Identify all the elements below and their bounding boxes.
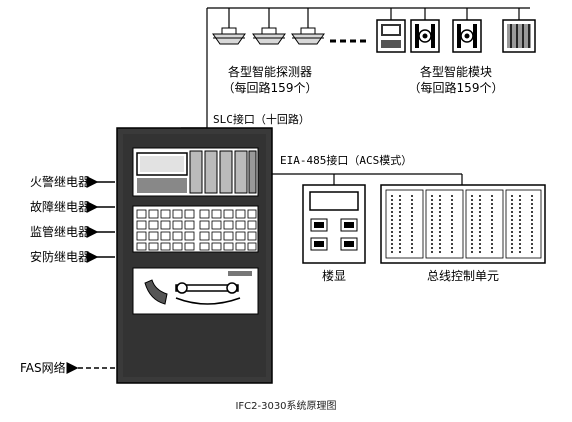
smart-detector-2 [252, 27, 286, 45]
panel-annunciator-grid [132, 205, 259, 253]
relay-supervisory-label: 监管继电器 [30, 224, 90, 239]
smart-module-2 [410, 19, 440, 53]
slc-interface-label: SLC接口（十回路） [213, 112, 310, 126]
fas-network: FAS网络 [20, 360, 115, 375]
modules-title: 各型智能模块 [420, 64, 492, 79]
floor-display-label: 楼显 [322, 268, 346, 283]
panel-telephone-module [132, 267, 259, 315]
relay-security-label: 安防继电器 [30, 249, 90, 264]
fas-network-label: FAS网络 [20, 360, 66, 375]
smart-detector-3 [291, 27, 325, 45]
smart-module-1 [376, 19, 406, 53]
relay-fire-label: 火警继电器 [30, 174, 90, 189]
diagram-caption: IFC2-3030系统原理图 [235, 399, 336, 412]
detectors-title: 各型智能探测器 [228, 64, 312, 79]
bus-control-unit [380, 184, 546, 264]
smart-module-4 [502, 19, 536, 53]
eia485-interface-label: EIA-485接口（ACS模式） [280, 154, 412, 167]
bus-control-label: 总线控制单元 [427, 269, 499, 283]
eia485-bus [272, 173, 463, 185]
smart-detector-1 [212, 27, 246, 45]
relay-fire: 火警继电器 [30, 174, 115, 189]
modules-subtitle: （每回路159个） [409, 80, 504, 95]
panel-display-module [132, 147, 259, 197]
relay-fault: 故障继电器 [30, 199, 115, 214]
relay-fault-label: 故障继电器 [30, 199, 90, 214]
floor-display-unit [302, 184, 366, 264]
relay-supervisory: 监管继电器 [30, 224, 115, 239]
smart-module-3 [452, 19, 482, 53]
detectors-subtitle: （每回路159个） [223, 80, 318, 95]
relay-security: 安防继电器 [30, 249, 115, 264]
